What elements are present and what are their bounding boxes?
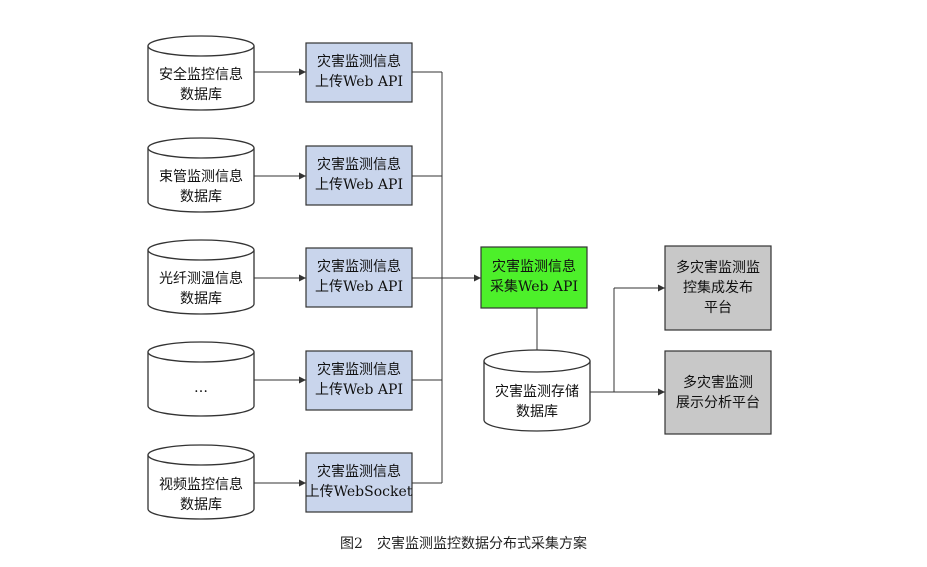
display-analysis-platform-box: 多灾害监测 展示分析平台 [664, 350, 772, 435]
platform-boxes: 多灾害监测监 控集成发布 平台 多灾害监测 展示分析平台 [664, 245, 772, 435]
database-label: 束管监测信息 [159, 168, 243, 185]
database-cylinder: 视频监控信息 数据库 [147, 444, 255, 520]
upload-api-label: 灾害监测信息 [317, 53, 401, 70]
database-label: 数据库 [180, 189, 222, 205]
platform-label: 多灾害监测监 [676, 259, 760, 276]
database-cylinder: 安全监控信息 数据库 [147, 35, 255, 111]
upload-api-label: 上传Web API [315, 74, 403, 90]
storage-database-cylinder: 灾害监测存储 数据库 [483, 349, 591, 432]
upload-websocket-box: 灾害监测信息 上传WebSocket [305, 452, 413, 513]
figure-caption: 图2 灾害监测监控数据分布式采集方案 [340, 536, 587, 552]
platform-label: 控集成发布 [683, 279, 753, 296]
database-cylinder: … [147, 341, 255, 417]
integration-publish-platform-box: 多灾害监测监 控集成发布 平台 [664, 245, 772, 331]
storage-database-label: 灾害监测存储 [495, 383, 579, 400]
platform-label: 平台 [704, 300, 732, 316]
collect-api-label: 采集Web API [490, 278, 578, 295]
upload-api-box: 灾害监测信息 上传Web API [305, 42, 413, 103]
upload-api-label: 上传Web API [315, 279, 403, 295]
database-label: … [194, 380, 208, 396]
database-label: 安全监控信息 [159, 66, 243, 83]
platform-label: 展示分析平台 [676, 395, 760, 411]
upload-api-boxes: 灾害监测信息 上传Web API 灾害监测信息 上传Web API 灾害监测信息… [305, 42, 413, 513]
upload-api-label: 上传Web API [315, 382, 403, 398]
database-cylinder: 束管监测信息 数据库 [147, 137, 255, 213]
db-to-upload-arrows [254, 68, 306, 487]
upload-api-label: 上传Web API [315, 177, 403, 193]
database-cylinder: 光纤测温信息 数据库 [147, 239, 255, 315]
collect-api-label: 灾害监测信息 [492, 258, 576, 275]
platform-label: 多灾害监测 [683, 374, 753, 391]
upload-api-label: 灾害监测信息 [317, 361, 401, 378]
database-label: 视频监控信息 [159, 476, 243, 493]
database-label: 数据库 [180, 291, 222, 307]
upload-api-box: 灾害监测信息 上传Web API [305, 247, 413, 308]
storage-to-platform-arrows [590, 284, 665, 396]
upload-api-label: 灾害监测信息 [317, 156, 401, 173]
database-label: 数据库 [180, 87, 222, 103]
collect-api-box: 灾害监测信息 采集Web API [480, 246, 588, 309]
database-label: 数据库 [180, 497, 222, 513]
upload-api-box: 灾害监测信息 上传Web API [305, 145, 413, 206]
upload-api-label: 灾害监测信息 [317, 463, 401, 480]
source-databases: 安全监控信息 数据库 束管监测信息 数据库 光纤测温信息 数据库 … 视频监控信… [147, 35, 255, 520]
storage-database-label: 数据库 [516, 404, 558, 420]
upload-api-label: 灾害监测信息 [317, 258, 401, 275]
upload-bus [412, 71, 481, 484]
database-label: 光纤测温信息 [159, 270, 243, 287]
upload-api-label: 上传WebSocket [306, 484, 413, 500]
upload-api-box: 灾害监测信息 上传Web API [305, 350, 413, 411]
